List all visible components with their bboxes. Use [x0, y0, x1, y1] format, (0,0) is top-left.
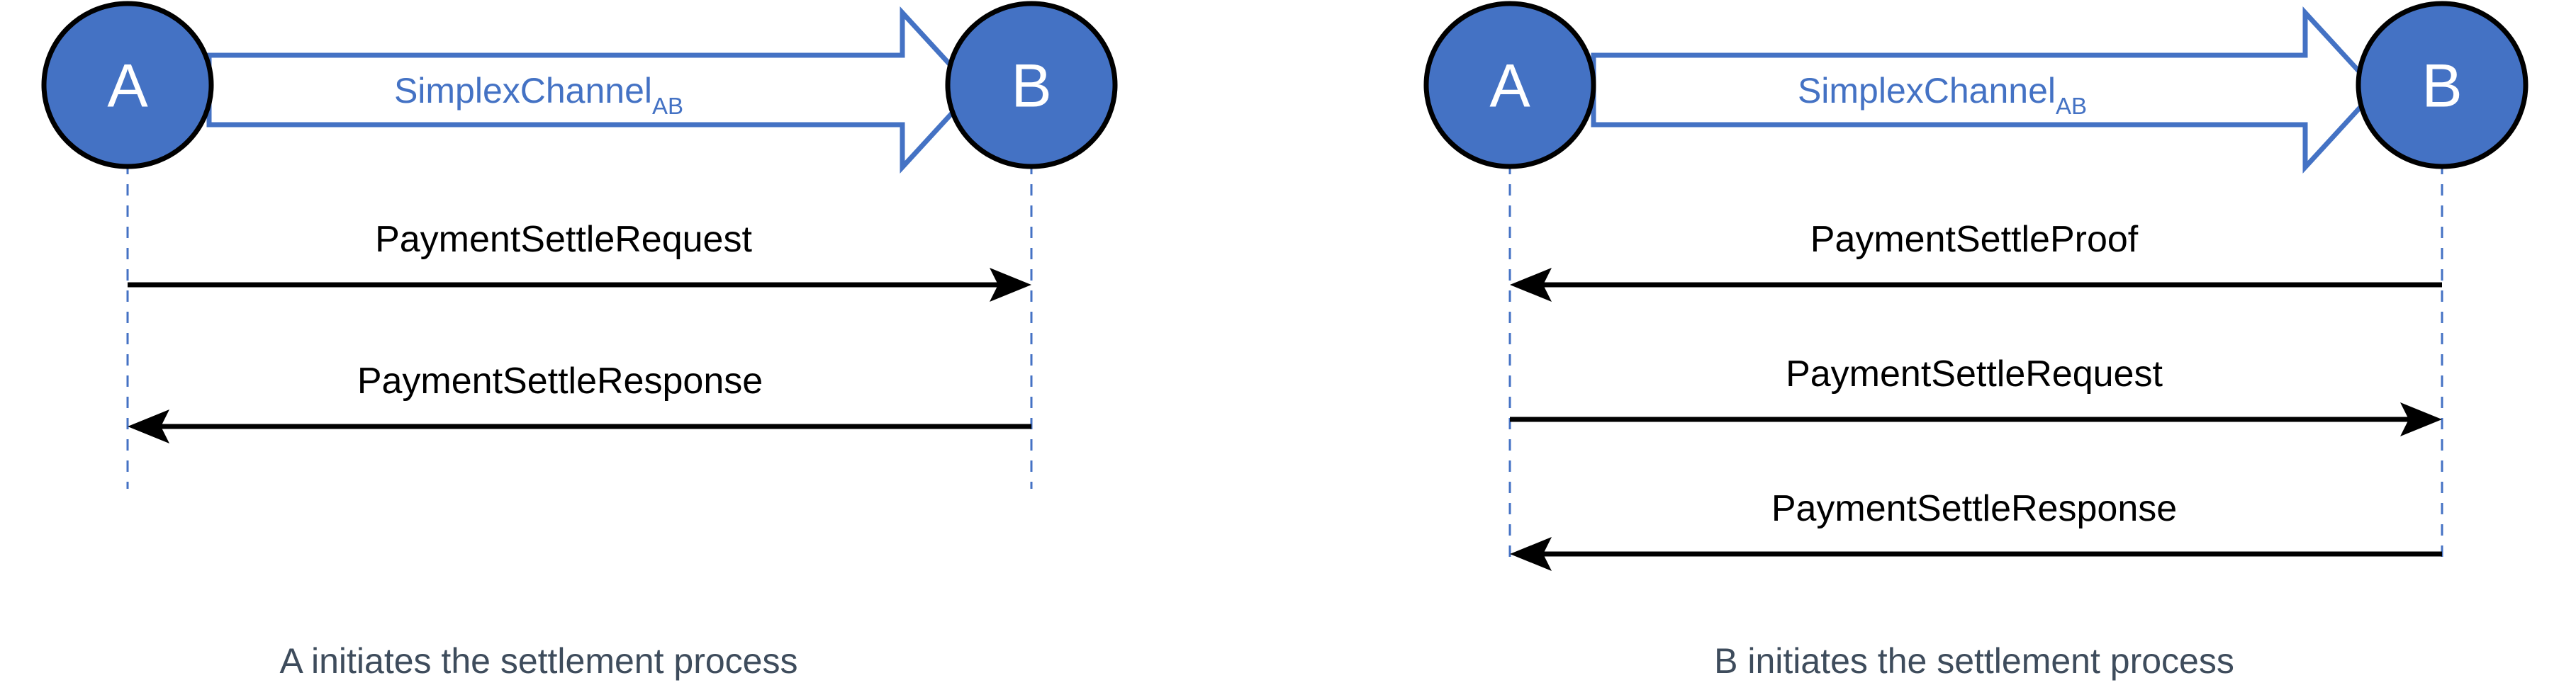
node-a-label: A [1489, 52, 1530, 120]
node-a-circle[interactable] [41, 1, 214, 169]
message-label-0: PaymentSettleProof [1810, 219, 2139, 260]
channel-label: SimplexChannelAB [394, 71, 683, 119]
panel-b-initiates: A B SimplexChannelAB PaymentSettleProof … [1347, 0, 2576, 690]
panel-right-canvas: A B SimplexChannelAB PaymentSettleProof … [1423, 1, 2529, 681]
channel-label-subscript: AB [652, 93, 683, 119]
node-b-label: B [2421, 52, 2462, 120]
message-label-1: PaymentSettleResponse [357, 361, 763, 402]
message-arrowhead-1 [2400, 402, 2442, 436]
node-b-circle[interactable] [2356, 1, 2529, 169]
channel-label-subscript: AB [2056, 93, 2087, 119]
channel-label: SimplexChannelAB [1798, 71, 2087, 119]
message-label-2: PaymentSettleResponse [1771, 488, 2177, 529]
simplex-channel-block-arrow [206, 6, 977, 174]
message-arrowhead-0 [990, 268, 1031, 302]
message-label-0: PaymentSettleRequest [375, 219, 752, 260]
simplex-channel-block-arrow [1591, 6, 2380, 174]
panel-right-caption: B initiates the settlement process [1714, 641, 2234, 681]
message-arrowhead-1 [128, 409, 169, 443]
message-label-1: PaymentSettleRequest [1786, 354, 2163, 395]
channel-label-base: SimplexChannel [1798, 71, 2056, 111]
message-arrowhead-2 [1510, 537, 1552, 571]
channel-label-base: SimplexChannel [394, 71, 652, 111]
panel-left-canvas: A B SimplexChannelAB PaymentSettleReques… [41, 1, 1118, 681]
node-b-label: B [1011, 52, 1051, 120]
panel-a-initiates: A B SimplexChannelAB PaymentSettleReques… [0, 0, 1205, 690]
node-a-label: A [107, 52, 148, 120]
node-a-circle[interactable] [1423, 1, 1596, 169]
node-b-circle[interactable] [945, 1, 1118, 169]
message-arrowhead-0 [1510, 268, 1552, 302]
panel-left-caption: A initiates the settlement process [280, 641, 798, 681]
